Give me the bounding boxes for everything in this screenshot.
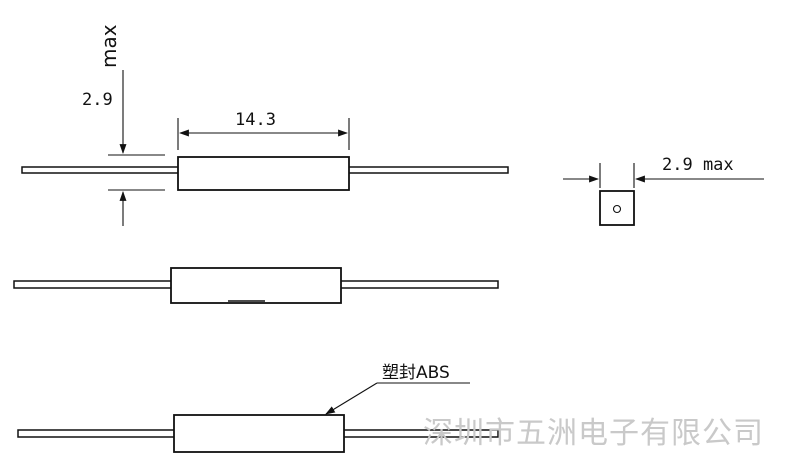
end-view-body [599,190,635,226]
height-dimension-max: max [97,24,121,68]
component-view-2 [13,267,499,304]
component-body [177,156,350,191]
end-view-dimension-label: 2.9 max [662,155,734,175]
height-dimension: 2.9 max [82,24,165,226]
length-dimension: 14.3 [177,110,350,150]
component-body [170,267,342,304]
end-view: 2.9 max [563,155,764,226]
material-label: 塑封ABS [382,363,450,383]
material-callout: 塑封ABS [325,363,470,415]
height-dimension-value: 2.9 [82,90,113,110]
watermark: 深圳市五洲电子有限公司 [423,416,764,451]
component-view-3 [17,414,499,453]
component-body [173,414,345,453]
length-dimension-label: 14.3 [235,110,276,130]
end-view-lead-hole [612,204,622,214]
component-view-1 [21,156,509,191]
